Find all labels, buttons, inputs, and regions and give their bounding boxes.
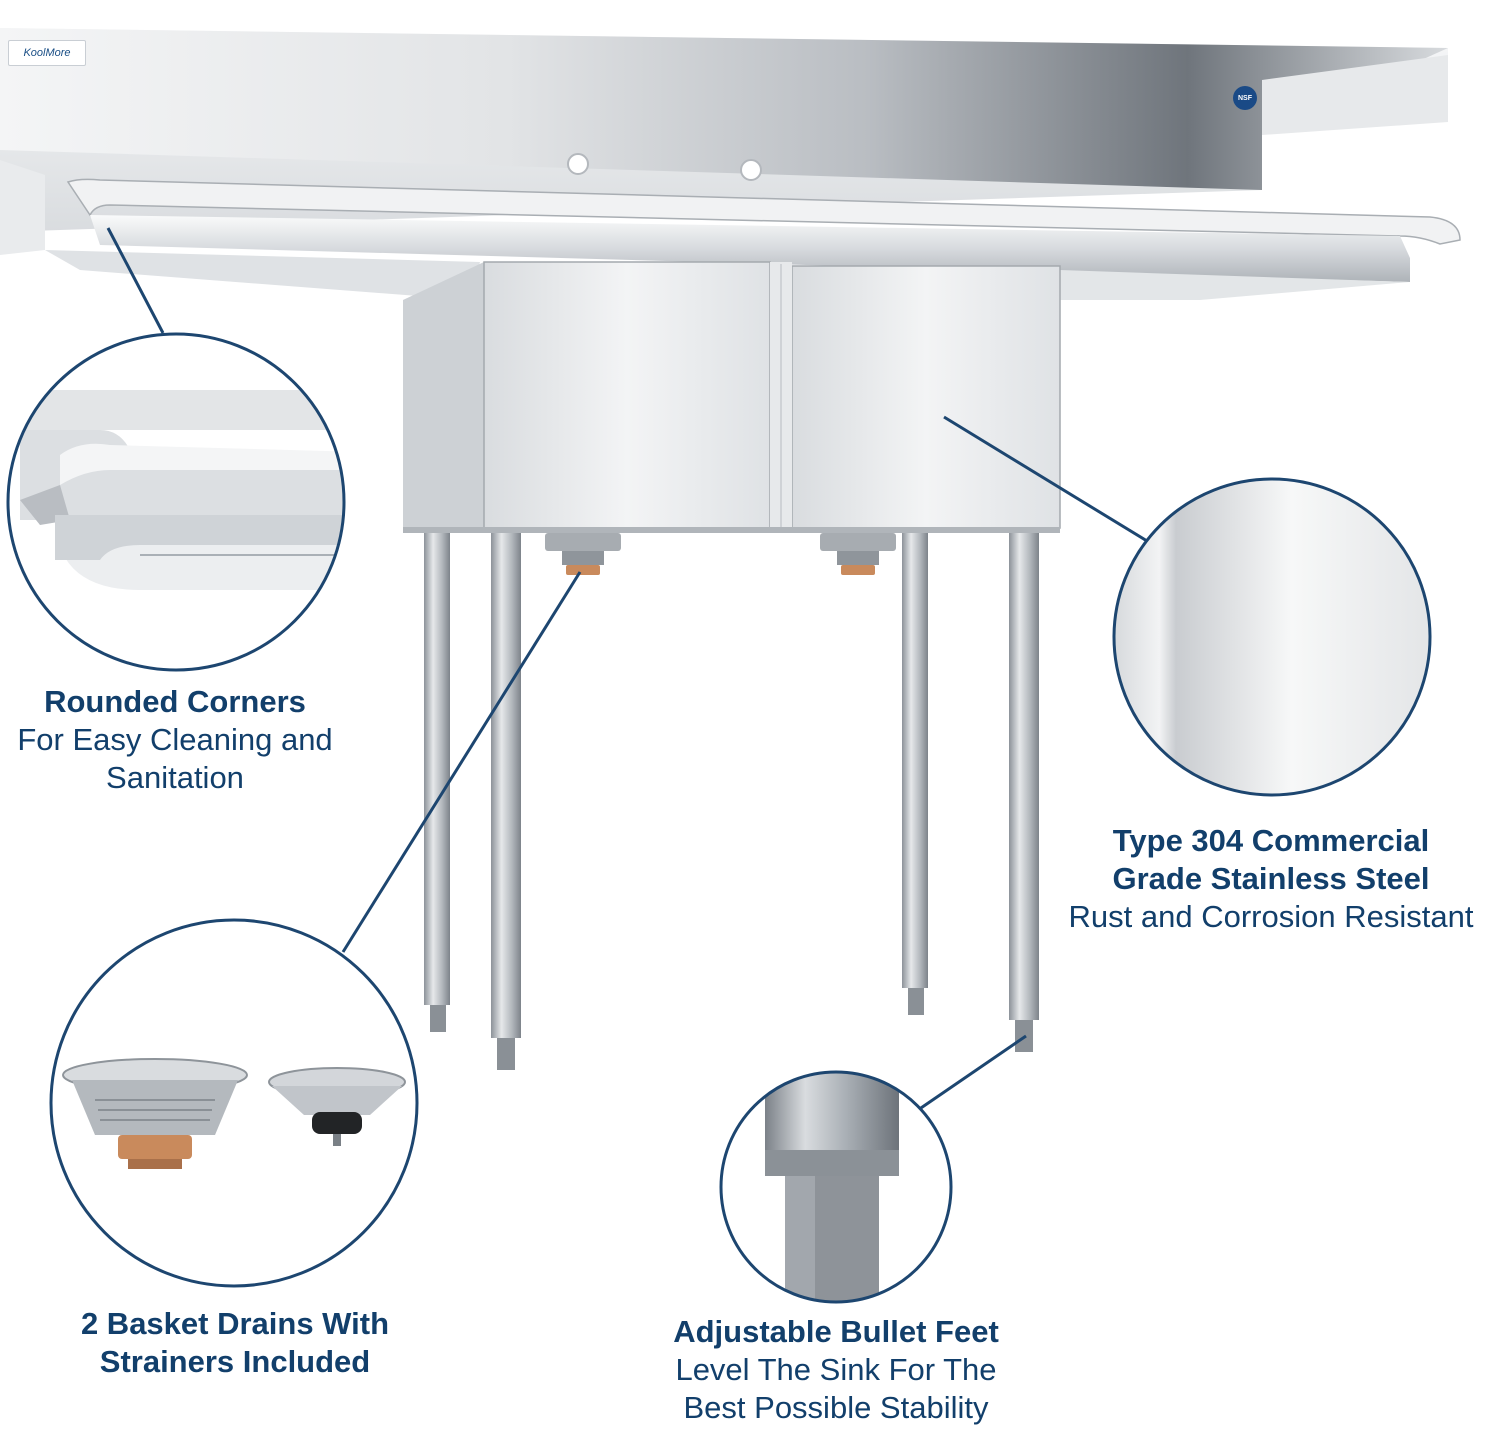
corners-line-1: For Easy Cleaning and [17,721,333,757]
feet-zoom-circle [719,1070,953,1304]
corners-caption: Rounded Corners For Easy Cleaning and Sa… [0,683,350,796]
drains-title-line-2: Strainers Included [99,1343,371,1379]
faucet-hole-right [740,159,762,181]
faucet-hole-left [567,153,589,175]
drains-caption: 2 Basket Drains With Strainers Included [40,1305,430,1381]
steel-title-line-1: Type 304 Commercial [1112,823,1430,858]
callout-lines [106,227,1148,1112]
certification-badge: NSF [1233,86,1257,110]
feet-caption: Adjustable Bullet Feet Level The Sink Fo… [636,1313,1036,1426]
corners-zoom-circle [6,332,346,672]
steel-caption: Type 304 Commercial Grade Stainless Stee… [1042,822,1500,935]
drains-zoom-circle [49,918,419,1288]
feet-line-1: Level The Sink For The [675,1351,997,1387]
steel-title-line-2: Grade Stainless Steel [1112,860,1430,896]
feet-title: Adjustable Bullet Feet [673,1314,999,1349]
sink-legs [424,533,1039,1070]
strainer-icon [268,1067,406,1146]
feet-line-2: Best Possible Stability [683,1389,989,1425]
backsplash [0,28,1448,255]
corners-title: Rounded Corners [44,684,306,719]
sink-bowls [403,261,1061,533]
sink-top [45,178,1461,300]
drains-title-line-1: 2 Basket Drains With [80,1306,390,1341]
drain-left [545,533,621,575]
steel-zoom-circle [1112,477,1432,797]
corners-line-2: Sanitation [106,759,244,795]
drain-right [820,533,896,575]
basket-drain-icon [62,1058,248,1169]
brand-label: KoolMore [8,40,86,66]
steel-subtitle: Rust and Corrosion Resistant [1068,898,1474,934]
sink-bowl-left [483,261,771,529]
sink-bowl-right [791,265,1061,529]
